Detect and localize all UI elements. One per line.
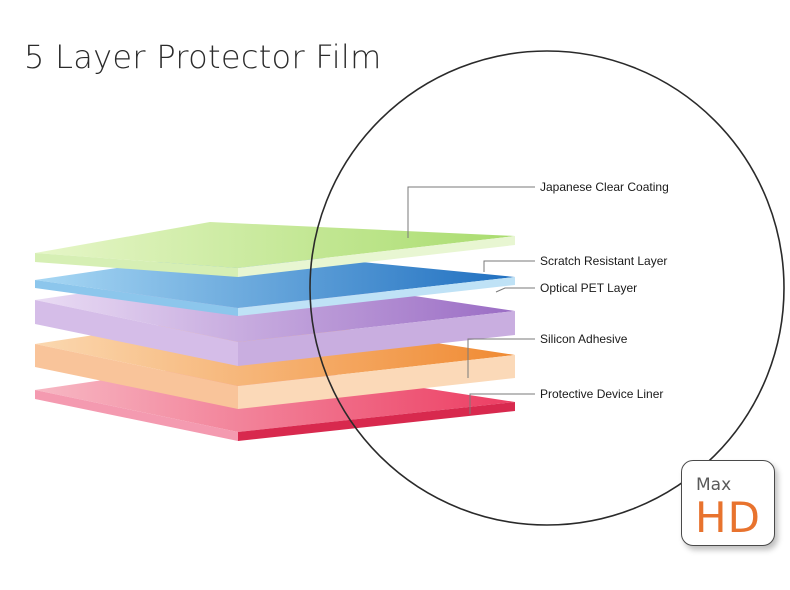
max-hd-badge: Max HD [681,460,775,546]
label-optical-pet: Optical PET Layer [540,281,638,295]
callout-line-scratch-resistant [483,260,535,272]
magnifier-circle [309,50,785,526]
callout-line-silicon-adhesive [467,338,535,378]
page-title: 5 Layer Protector Film [24,38,382,76]
callout-line-protective-liner [469,393,535,414]
label-scratch-resistant: Scratch Resistant Layer [540,254,668,268]
badge-big-text: HD [695,493,761,542]
callout-line-japanese-clear-coating [407,186,535,238]
label-japanese-clear-coating: Japanese Clear Coating [540,180,669,194]
layer-japanese-clear-coating [35,222,515,277]
label-silicon-adhesive: Silicon Adhesive [540,332,628,346]
label-protective-device-liner: Protective Device Liner [540,387,664,401]
callout-line-optical-pet [495,287,535,293]
badge-small-text: Max [696,475,732,495]
